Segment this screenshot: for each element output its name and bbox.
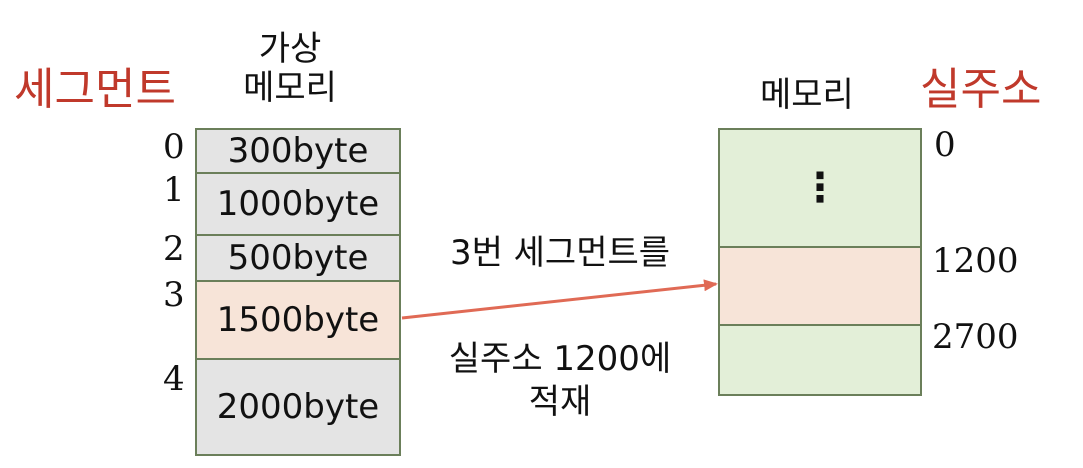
arrow-text-above: 3번 세그먼트를 [449, 233, 671, 273]
mapping-arrow [401, 279, 718, 320]
arrow-text-below-line1: 실주소 1200에 [448, 339, 672, 379]
physical-address-label: 실주소 [920, 64, 1042, 115]
segment-index-1: 1 [163, 170, 185, 210]
address-0: 0 [934, 125, 956, 165]
physical-memory-column: ⋮ [718, 128, 922, 396]
virtual-memory-label: 가상 메모리 [215, 29, 365, 109]
memory-block-1 [720, 246, 920, 324]
segment-index-3: 3 [163, 275, 185, 315]
arrow-text-below-line2: 적재 [528, 381, 592, 422]
segment-block-2: 500byte [197, 234, 399, 280]
memory-block-0: ⋮ [720, 130, 920, 246]
segment-index-4: 4 [163, 359, 185, 399]
segment-index-0: 0 [163, 127, 185, 167]
segment-block-0: 300byte [197, 130, 399, 172]
memory-label: 메모리 [760, 75, 854, 115]
segment-block-1: 1000byte [197, 172, 399, 234]
address-2700: 2700 [932, 317, 1019, 357]
address-1200: 1200 [932, 241, 1019, 281]
segment-label: 세그먼트 [14, 64, 176, 115]
virtual-memory-label-line2: 메모리 [243, 68, 337, 109]
segment-block-3: 1500byte [197, 280, 399, 358]
segment-index-2: 2 [163, 229, 185, 269]
segment-block-4: 2000byte [197, 358, 399, 454]
arrow-text-below: 실주소 1200에 적재 [420, 338, 700, 423]
virtual-memory-column: 300byte 1000byte 500byte 1500byte 2000by… [195, 128, 401, 456]
virtual-memory-label-line1: 가상 [258, 29, 322, 69]
mapping-arrow-line [401, 279, 718, 320]
memory-block-2 [720, 324, 920, 394]
